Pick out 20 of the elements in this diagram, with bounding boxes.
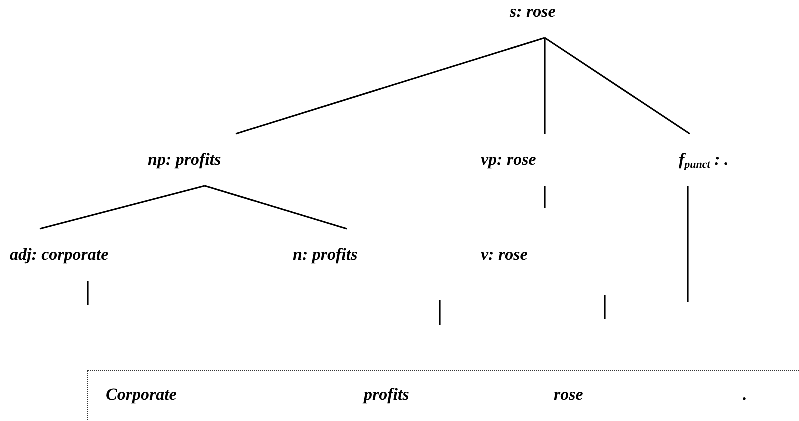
- tree-branch: [87, 281, 89, 305]
- tree-node-label: f$_{punct}$ : .: [679, 150, 729, 169]
- sentence-word: Corporate: [106, 385, 177, 404]
- sentence-band: [87, 370, 799, 421]
- tree-branch: [687, 186, 689, 302]
- tree-node-label: v: rose: [481, 245, 528, 264]
- tree-branch: [544, 186, 546, 208]
- tree-branch: [40, 185, 206, 230]
- tree-node-label: adj: corporate: [10, 245, 109, 264]
- sentence-word: rose: [554, 385, 584, 404]
- sentence-word: profits: [364, 385, 410, 404]
- tree-node-label: vp: rose: [481, 150, 536, 169]
- tree-node-label: n: profits: [293, 245, 358, 264]
- tree-branch: [544, 38, 546, 134]
- tree-node-label: s: rose: [510, 2, 556, 21]
- tree-node-label: np: profits: [148, 150, 222, 169]
- tree-branch: [544, 37, 690, 135]
- sentence-word: .: [743, 385, 748, 404]
- tree-branch: [236, 37, 546, 135]
- tree-branch: [204, 185, 348, 230]
